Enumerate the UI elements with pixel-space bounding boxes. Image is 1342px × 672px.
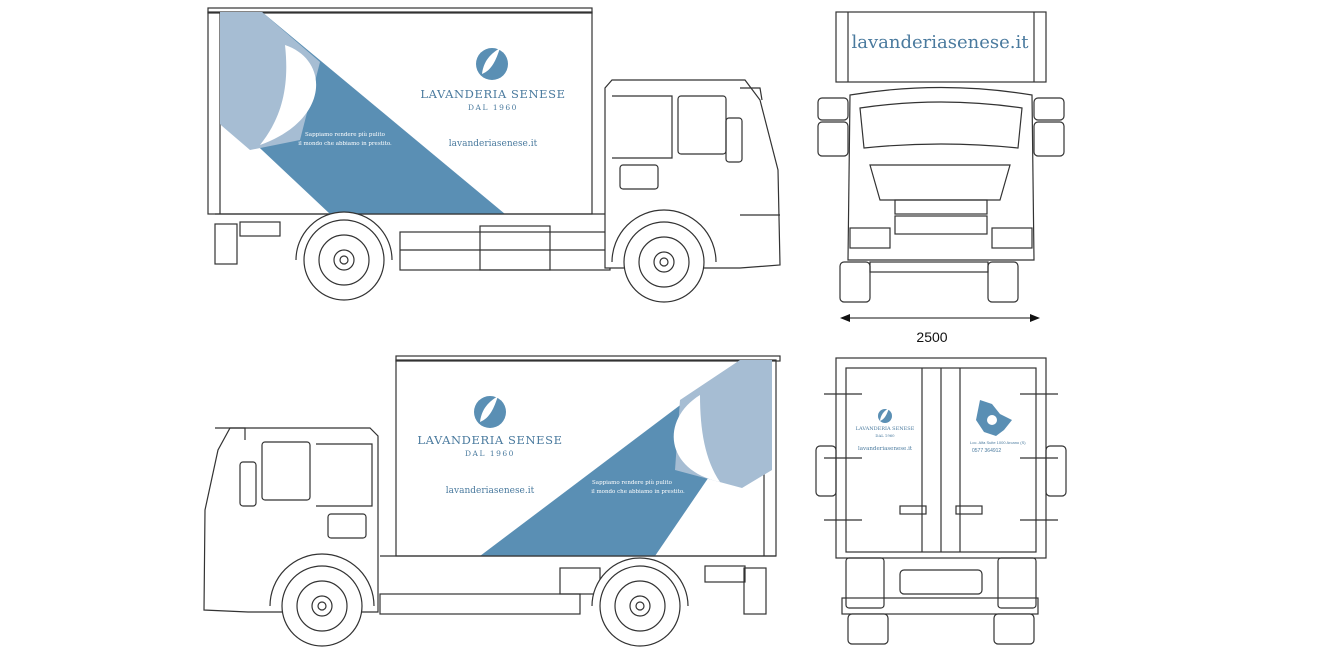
brand-name-side-top: LAVANDERIA SENESE	[420, 87, 565, 101]
width-dimension	[840, 314, 1040, 322]
slogan-line1-side-top: Sappiamo rendere più pulito	[305, 131, 386, 138]
truck-right-side-view	[207, 7, 781, 303]
logo-side-bottom	[474, 396, 506, 428]
slogan-line1-side-bottom: Sappiamo rendere più pulito	[592, 479, 673, 486]
front-wheel-left	[269, 553, 375, 647]
truck-rear-view	[815, 357, 1067, 645]
front-wheel	[611, 209, 717, 303]
rear-wheel-left	[591, 557, 689, 647]
slogan-line2-side-top: il mondo che abbiamo in prestito.	[298, 141, 392, 147]
address-rear: Loc. Alfa Suite 1000 Arcano (S)	[970, 440, 1026, 445]
truck-front-view	[817, 11, 1065, 303]
brand-since-side-top: DAL 1960	[468, 103, 518, 112]
phone-rear: 0577 364912	[972, 448, 1001, 454]
feather-graphic	[260, 45, 317, 145]
logo-side-top	[476, 48, 508, 80]
logo-rear	[878, 408, 892, 423]
tuscany-map-icon	[976, 400, 1012, 436]
truck-left-side-view	[203, 355, 781, 647]
feather-graphic-left	[673, 395, 720, 482]
website-side-top: lavanderiasenese.it	[449, 139, 538, 149]
brand-since-side-bottom: DAL 1960	[465, 449, 515, 458]
website-rear: lavanderiasenese.it	[858, 446, 913, 452]
website-front: lavanderiasenese.it	[852, 32, 1030, 53]
brand-name-rear: LAVANDERIA SENESE	[856, 426, 915, 432]
brand-name-side-bottom: LAVANDERIA SENESE	[417, 433, 562, 447]
brand-since-rear: DAL 1960	[875, 433, 895, 438]
website-side-bottom: lavanderiasenese.it	[446, 486, 535, 496]
slogan-line2-side-bottom: il mondo che abbiamo in prestito.	[591, 489, 685, 495]
rear-wheel	[295, 211, 393, 301]
width-label: 2500	[916, 329, 947, 345]
